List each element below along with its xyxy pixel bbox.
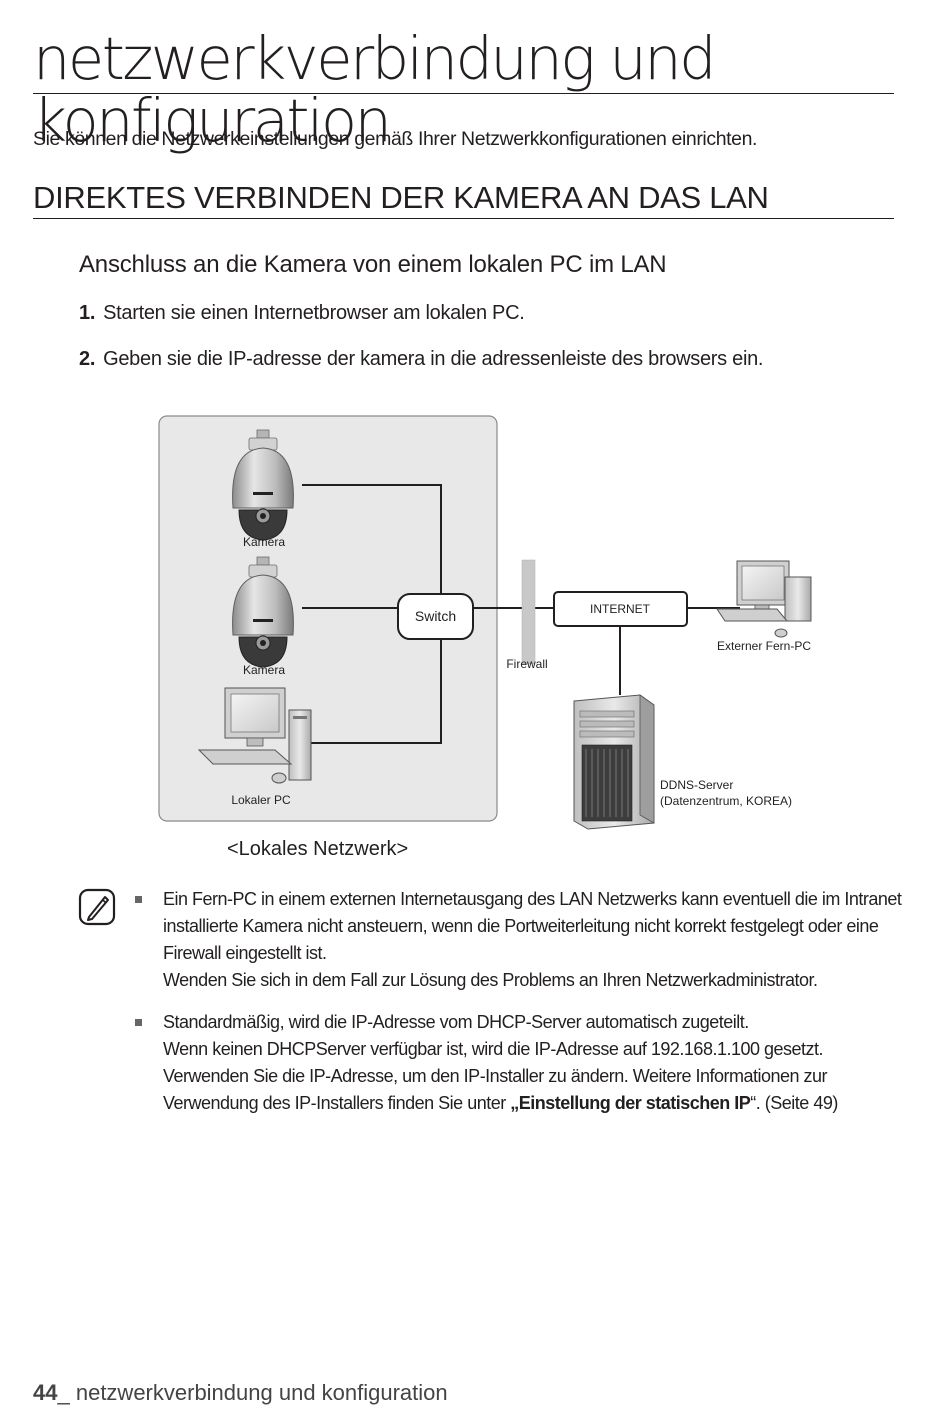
camera-label: Kamera [243,535,285,549]
page-title: netzwerkverbindung und konfiguration [33,24,717,155]
note-pencil-icon [78,888,116,926]
step-2: 2. Geben sie die IP-adresse der kamera in… [79,348,763,371]
internet-node [553,591,688,627]
note-line-text: Wenn keinen DHCPServer verfügbar ist, wi… [163,1039,828,1113]
note-line: Wenn keinen DHCPServer verfügbar ist, wi… [163,1036,903,1117]
bullet-square [135,1019,142,1026]
footer-text: netzwerkverbindung und konfiguration [75,1380,448,1405]
step-1: 1. Starten sie einen Internetbrowser am l… [79,302,525,325]
local-pc-label: Lokaler PC [231,793,291,807]
ddns-label: (Datenzentrum, KOREA) [660,794,792,808]
external-pc-icon [716,560,812,638]
step-number: 2. [79,348,96,370]
diagram-caption: <Lokales Netzwerk> [227,838,409,860]
camera-label: Kamera [243,663,285,677]
ddns-label: DDNS-Server [660,778,733,792]
network-diagram: Kamera Kamera Lokaler PC Switch Firewall… [158,415,812,830]
reference-link[interactable]: „Einstellung der statischen IP [510,1093,751,1113]
page-number: 44 [33,1380,58,1405]
connection-lines [295,484,740,744]
camera-icon [232,429,294,541]
close-quote: “ [750,1093,756,1113]
local-pc-icon [197,687,312,784]
intro-text: Sie können die Netzwerkeinstellungen gem… [33,128,758,150]
switch-label: Switch [415,608,456,624]
footer-separator: _ [57,1380,76,1405]
subsection-title: Anschluss an die Kamera von einem lokale… [79,251,667,278]
section-title: DIREKTES VERBINDEN DER KAMERA AN DAS LAN [33,180,769,215]
firewall-label: Firewall [506,657,547,671]
open-quote: „ [510,1093,519,1113]
ddns-server-icon [573,694,655,830]
reference-link-text: Einstellung der statischen IP [518,1093,751,1113]
note-text: Standardmäßig, wird die IP-Adresse vom D… [163,1009,903,1117]
switch-node [397,593,474,640]
page-reference: . (Seite 49) [755,1093,839,1113]
note-line: Standardmäßig, wird die IP-Adresse vom D… [163,1012,749,1032]
internet-label: INTERNET [590,602,651,616]
note-line: Wenden Sie sich in dem Fall zur Lösung d… [163,970,818,990]
external-pc-label: Externer Fern-PC [717,639,811,653]
page-footer: 44_ netzwerkverbindung und konfiguration [33,1380,448,1406]
firewall-bar [521,559,536,665]
step-number: 1. [79,302,96,324]
step-text: Geben sie die IP-adresse der kamera in d… [103,348,764,370]
note-line: Ein Fern-PC in einem externen Internetau… [163,889,902,963]
title-rule [33,93,894,94]
step-text: Starten sie einen Internetbrowser am lok… [103,302,525,324]
camera-icon [232,556,294,668]
section-rule [33,218,894,219]
bullet-square [135,896,142,903]
note-text: Ein Fern-PC in einem externen Internetau… [163,886,903,994]
